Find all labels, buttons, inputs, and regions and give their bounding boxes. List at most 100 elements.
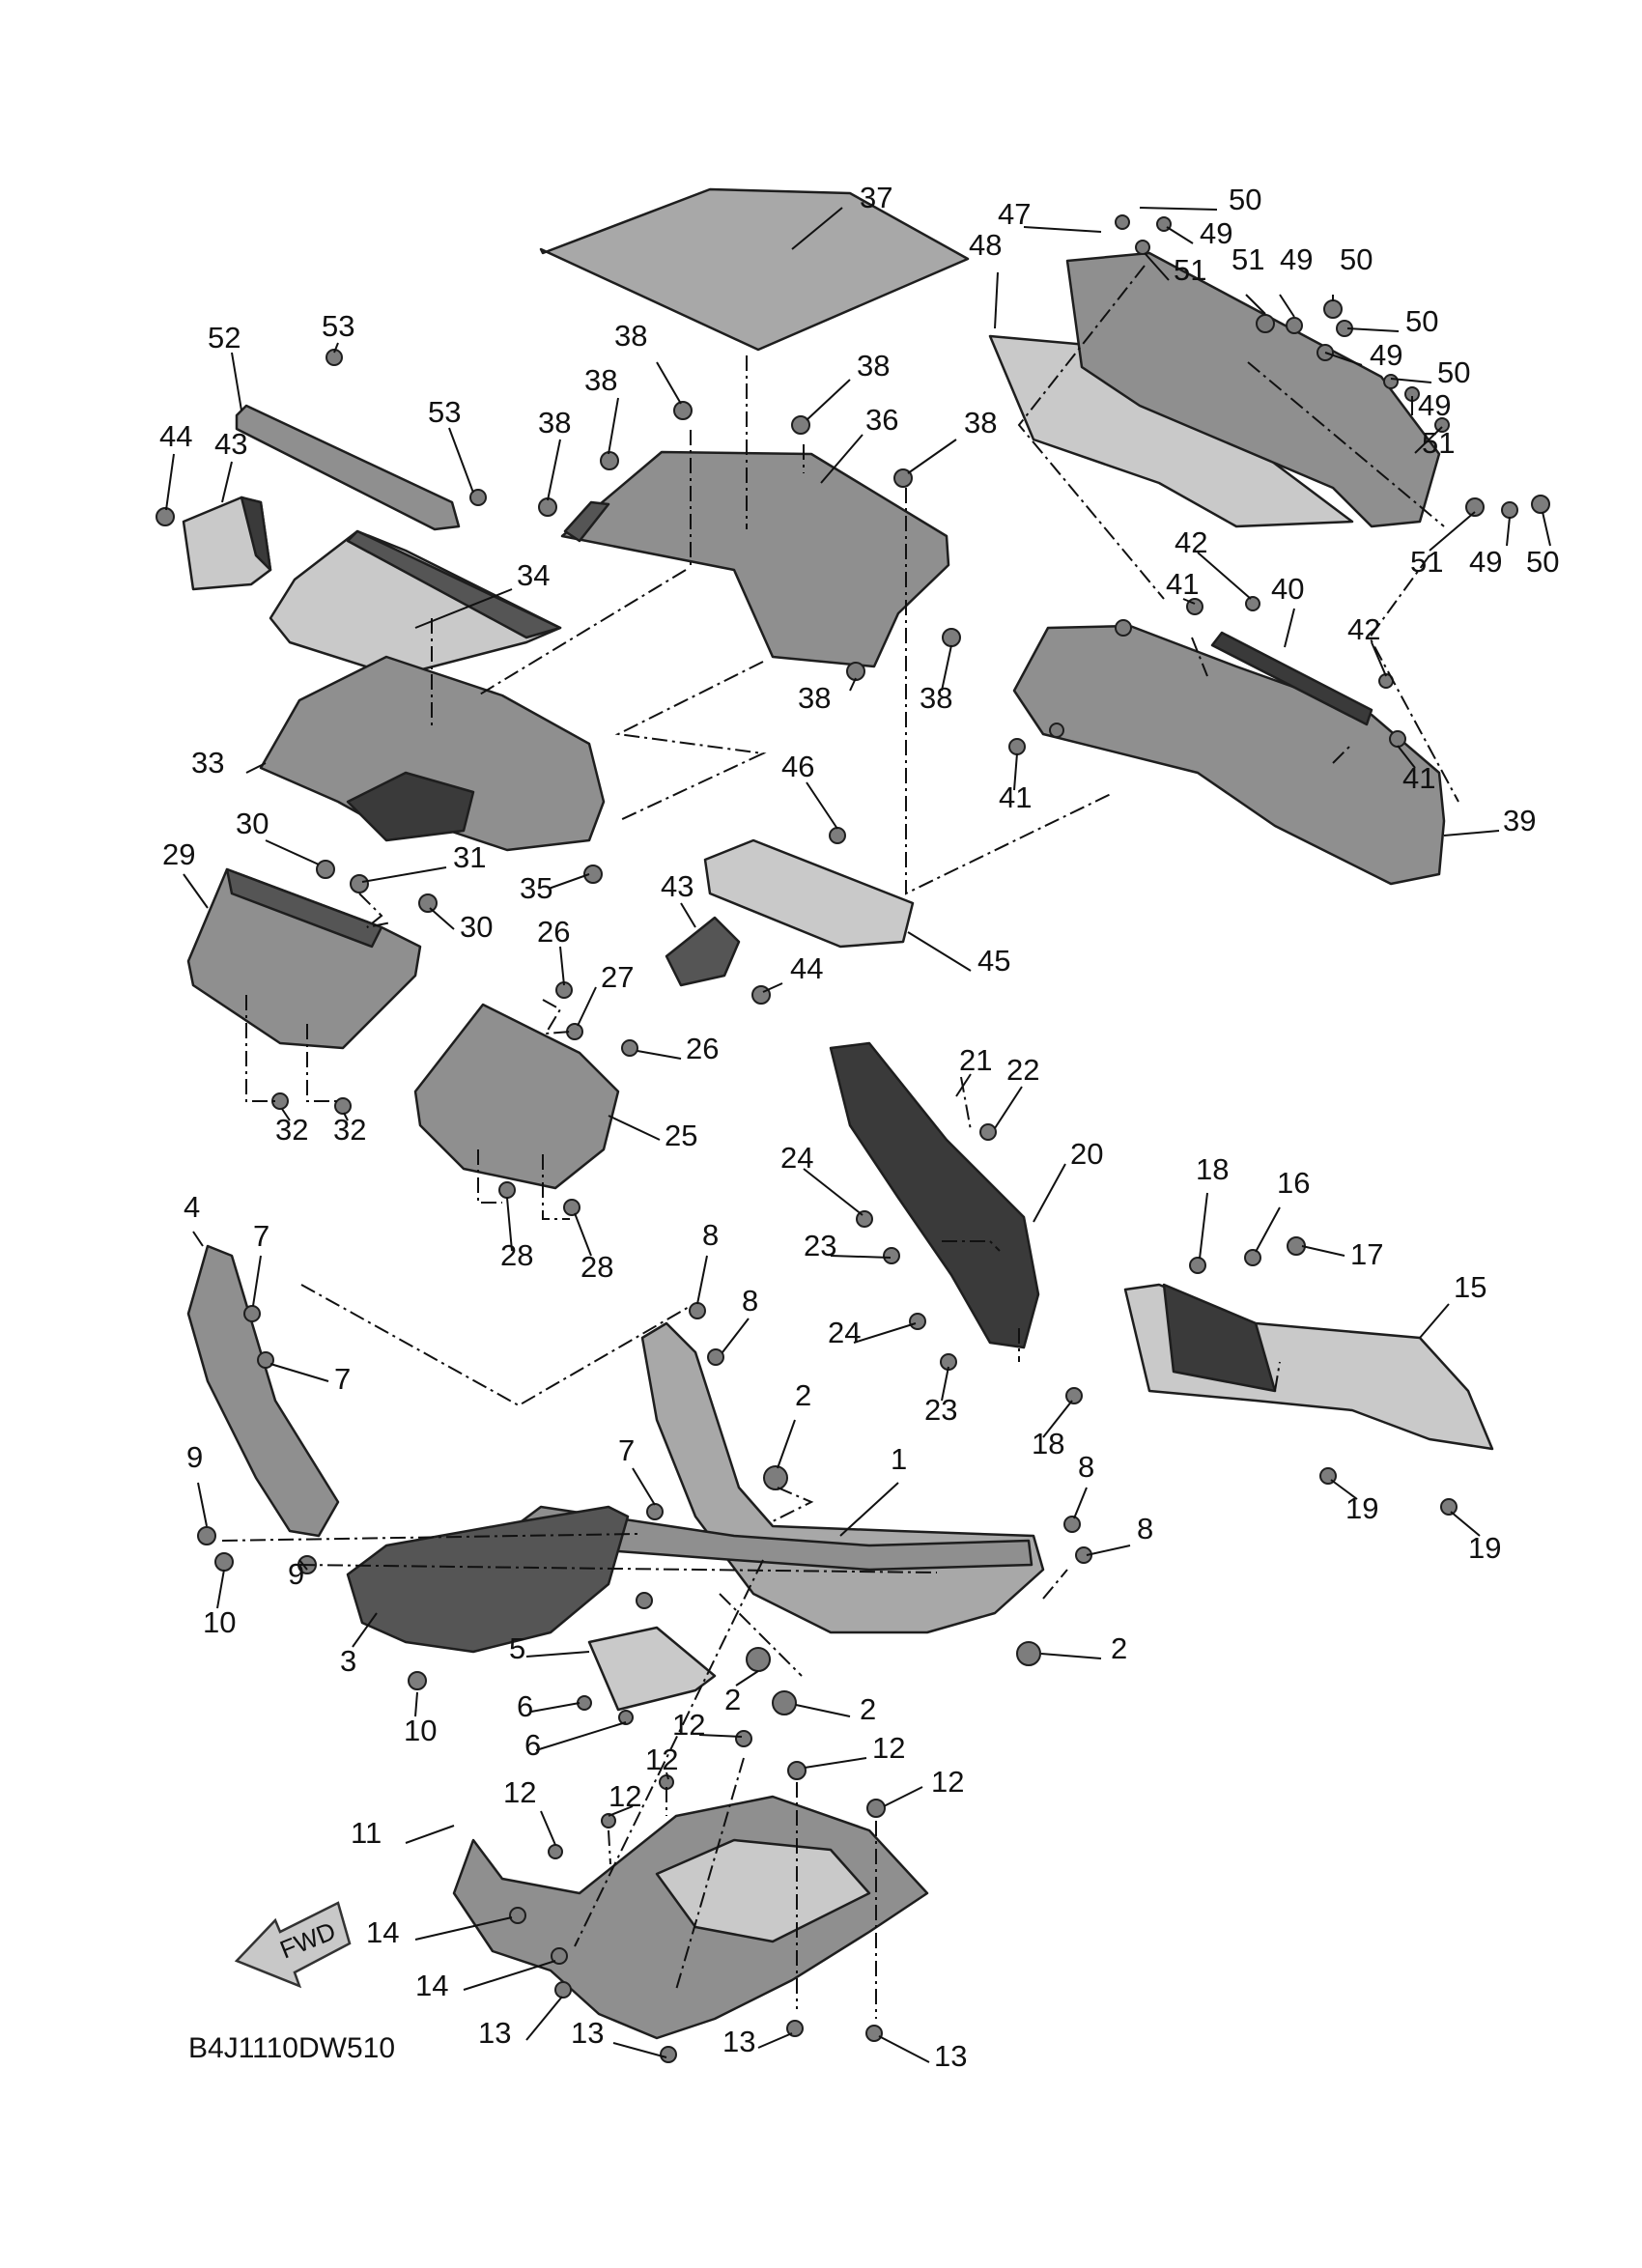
leader	[1279, 294, 1295, 318]
callout-5: 5	[509, 1631, 525, 1665]
callout-30: 30	[236, 807, 269, 840]
leader	[806, 379, 851, 421]
callout-9: 9	[288, 1557, 304, 1591]
fastener	[243, 1305, 261, 1322]
callout-12: 12	[672, 1708, 705, 1742]
leader	[547, 439, 561, 501]
fastener	[257, 1351, 274, 1369]
fastener	[1115, 619, 1132, 637]
leader	[525, 1996, 563, 2041]
callout-47: 47	[998, 197, 1031, 231]
callout-18: 18	[1032, 1427, 1064, 1460]
align-line	[542, 1154, 570, 1220]
callout-28: 28	[580, 1250, 613, 1284]
leader	[777, 1419, 796, 1469]
leader	[265, 839, 320, 865]
leader	[414, 588, 513, 629]
fastener	[621, 1039, 638, 1057]
callout-39: 39	[1503, 804, 1536, 837]
callout-26: 26	[686, 1032, 719, 1065]
fastener	[866, 1799, 886, 1818]
callout-31: 31	[453, 840, 486, 874]
fastener	[942, 628, 961, 647]
callout-38: 38	[614, 319, 647, 353]
fastener	[566, 1023, 583, 1040]
callout-32: 32	[333, 1113, 366, 1147]
callout-51: 51	[1232, 242, 1264, 276]
leader	[1390, 378, 1432, 383]
fastener	[763, 1465, 788, 1490]
leader	[994, 1086, 1023, 1129]
callout-18: 18	[1196, 1152, 1229, 1186]
leader	[361, 866, 447, 883]
fastener	[408, 1671, 427, 1690]
callout-24: 24	[828, 1316, 861, 1349]
leader	[1023, 226, 1102, 233]
align-line	[298, 1564, 938, 1573]
callout-29: 29	[162, 837, 195, 871]
callout-16: 16	[1277, 1166, 1310, 1200]
fastener	[772, 1690, 797, 1715]
part-4-side-guard	[186, 1244, 340, 1538]
fwd-arrow-shape	[234, 1901, 352, 1989]
leader	[1199, 1192, 1208, 1260]
fastener	[865, 2025, 883, 2042]
fastener	[1245, 596, 1260, 611]
part-36-flap	[563, 500, 610, 543]
leader	[608, 397, 619, 455]
leader	[577, 986, 597, 1027]
leader	[1086, 1545, 1131, 1556]
callout-38: 38	[584, 363, 617, 397]
align-line	[477, 569, 687, 696]
callout-45: 45	[977, 944, 1010, 978]
callout-27: 27	[601, 960, 634, 994]
leader	[1443, 830, 1500, 836]
fastener	[846, 662, 865, 681]
callout-36: 36	[865, 403, 898, 437]
leader	[839, 1482, 899, 1537]
callout-34: 34	[517, 558, 550, 592]
callout-50: 50	[1437, 355, 1470, 389]
part-shapes	[182, 187, 1494, 2040]
fastener	[1434, 417, 1450, 433]
leader	[762, 982, 783, 993]
leader	[608, 1805, 634, 1817]
callout-19: 19	[1345, 1491, 1378, 1525]
leader	[281, 1108, 291, 1121]
leader	[853, 1322, 917, 1344]
leader	[448, 427, 474, 494]
fastener	[1065, 1387, 1083, 1404]
fastener	[601, 1813, 616, 1829]
leader	[1414, 426, 1443, 454]
callout-20: 20	[1070, 1137, 1103, 1171]
callout-12: 12	[609, 1779, 641, 1813]
callout-2: 2	[860, 1692, 876, 1726]
fastener	[1465, 497, 1485, 517]
callout-14: 14	[415, 1969, 448, 2002]
fastener	[735, 1730, 752, 1747]
callout-50: 50	[1340, 242, 1373, 276]
align-line	[614, 661, 767, 822]
fastener	[583, 865, 603, 884]
leader	[608, 1115, 661, 1141]
leader	[1450, 1511, 1481, 1537]
leader	[429, 907, 455, 930]
align-line	[358, 893, 392, 928]
leader	[463, 1960, 556, 1991]
callout-49: 49	[1370, 338, 1402, 372]
fastener	[1531, 495, 1550, 514]
leader	[530, 1702, 580, 1713]
leader	[1182, 598, 1196, 605]
fastener	[214, 1552, 234, 1572]
leader	[820, 434, 863, 484]
callout-50: 50	[1229, 183, 1261, 216]
callout-8: 8	[1137, 1512, 1153, 1545]
fastener	[1063, 1516, 1081, 1533]
callout-42: 42	[1347, 612, 1380, 646]
fastener	[660, 2046, 677, 2063]
callout-38: 38	[964, 406, 997, 439]
fastener	[893, 468, 913, 488]
fastener	[469, 489, 487, 506]
part-43-bracket-center	[665, 916, 741, 987]
